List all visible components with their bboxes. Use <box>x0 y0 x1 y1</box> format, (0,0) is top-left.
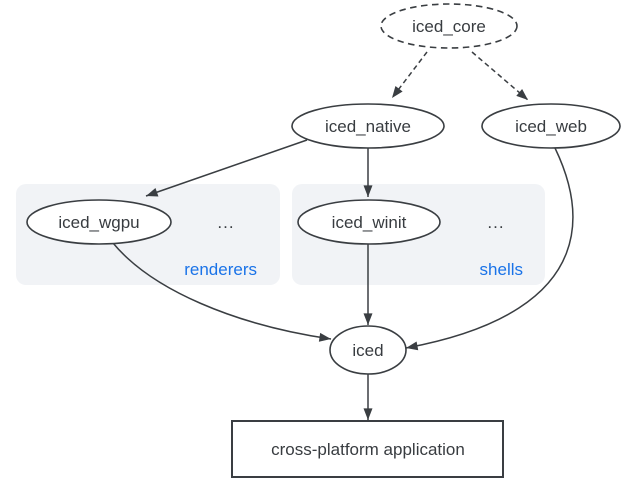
node-iced-core-label: iced_core <box>412 17 486 36</box>
edge-iced-web-to-iced <box>405 147 574 351</box>
node-iced-core-shape <box>380 3 518 49</box>
nodes <box>26 3 621 478</box>
renderers-ellipsis-label: ... <box>217 213 234 232</box>
edge-iced-wgpu-to-iced <box>112 242 332 342</box>
node-application-shape <box>231 420 504 478</box>
node-application-label: cross-platform application <box>271 440 465 459</box>
edges <box>112 51 574 421</box>
node-iced-label: iced <box>352 341 383 360</box>
shells-group-label: shells <box>480 260 523 279</box>
edge-iced-native-to-iced-wgpu <box>145 139 308 197</box>
node-iced-native-label: iced_native <box>325 117 411 136</box>
shells-ellipsis-label: ... <box>487 213 504 232</box>
edge-iced-core-to-iced-native <box>391 51 428 99</box>
labels: iced_core iced_native iced_web iced_wgpu… <box>58 17 587 459</box>
node-iced-wgpu-shape <box>26 199 172 245</box>
node-iced-winit-label: iced_winit <box>332 213 407 232</box>
node-iced-shape <box>329 325 407 375</box>
edge-iced-core-to-iced-web <box>471 51 529 101</box>
node-iced-winit-shape <box>297 199 441 245</box>
node-iced-native-shape <box>291 103 445 149</box>
node-iced-web-label: iced_web <box>515 117 587 136</box>
node-iced-wgpu-label: iced_wgpu <box>58 213 139 232</box>
node-iced-web-shape <box>481 103 621 149</box>
renderers-group-label: renderers <box>184 260 257 279</box>
